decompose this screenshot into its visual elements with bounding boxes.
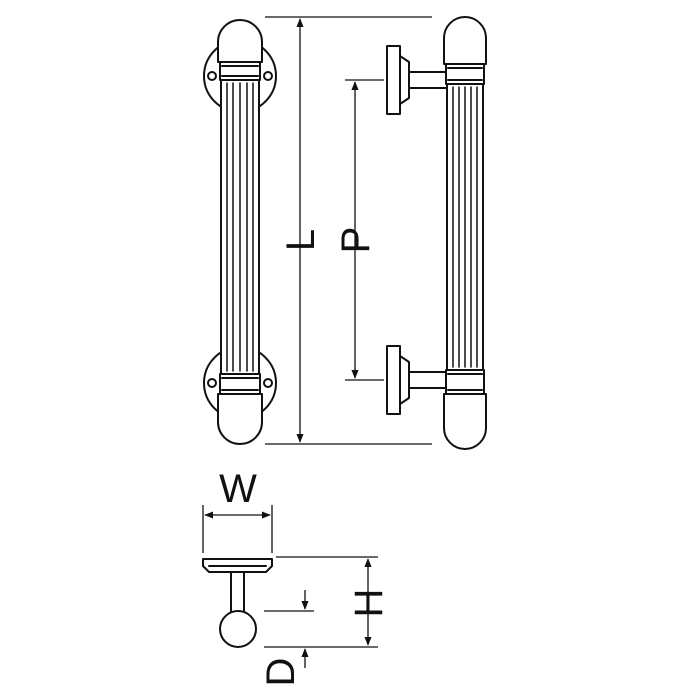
- side-bottom-cap: [443, 393, 487, 450]
- side-top-base-plate: [386, 45, 401, 115]
- label-H: H: [347, 589, 391, 618]
- side-bottom-base-plate: [386, 345, 401, 415]
- label-P: P: [334, 227, 378, 254]
- side-top-cap: [443, 16, 487, 65]
- front-top-cap: [217, 19, 263, 63]
- end-view-handle: [202, 558, 273, 648]
- front-flutes: [226, 82, 254, 372]
- dimension-P: [345, 79, 384, 381]
- front-view-handle: [203, 19, 277, 445]
- label-D: D: [259, 658, 303, 687]
- side-top-post: [408, 71, 452, 89]
- end-view-grip-circle: [219, 610, 257, 648]
- front-top-collar: [219, 61, 261, 81]
- dimension-L: [265, 16, 432, 445]
- label-L: L: [279, 229, 323, 251]
- label-W: W: [219, 467, 257, 511]
- dimension-D: [264, 590, 314, 668]
- side-bottom-post: [408, 371, 452, 389]
- end-view-post: [230, 571, 245, 613]
- dimension-H: [264, 556, 378, 648]
- side-flutes: [452, 86, 478, 368]
- front-bottom-cap: [217, 393, 263, 445]
- dimension-W: [202, 505, 273, 553]
- side-view-handle: [386, 16, 487, 450]
